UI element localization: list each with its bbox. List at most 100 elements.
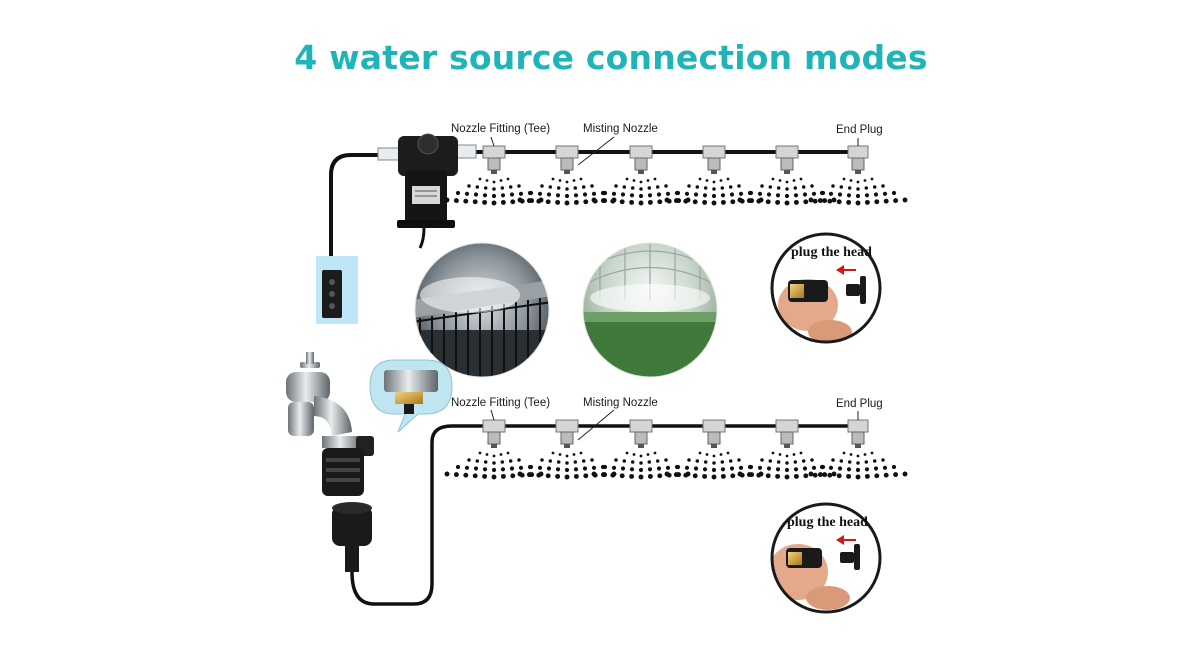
mist-droplet — [793, 460, 798, 464]
mist-droplet — [500, 460, 505, 464]
mist-droplet — [693, 192, 699, 197]
mist-droplet — [664, 197, 670, 203]
mist-droplet — [683, 198, 689, 204]
plug-head-label-top: plug the head — [791, 245, 872, 260]
mist-droplet — [473, 466, 479, 471]
page-title: 4 water source connection modes — [294, 38, 928, 77]
mist-droplet — [819, 464, 825, 470]
mist-droplet — [720, 460, 725, 464]
mist-droplet — [720, 199, 726, 205]
mist-droplet — [775, 193, 781, 198]
mist-droplet — [665, 465, 671, 470]
mist-droplet — [891, 190, 897, 196]
mist-droplet — [646, 453, 650, 456]
mist-droplet — [591, 191, 597, 196]
mist-droplet — [582, 192, 588, 197]
mist-droplet — [870, 177, 874, 181]
mist-droplet — [827, 198, 833, 204]
mist-droplet — [720, 193, 726, 198]
mist-droplet — [647, 193, 653, 198]
mist-droplet — [492, 454, 496, 458]
mist-droplet — [510, 199, 516, 205]
mist-droplet — [478, 451, 482, 455]
mist-droplet — [655, 185, 660, 189]
mist-droplet — [785, 187, 789, 191]
mist-droplet — [863, 179, 867, 182]
mist-droplet — [776, 460, 781, 464]
mist-droplet — [555, 473, 561, 479]
mist-droplet — [872, 185, 877, 189]
mist-droplet — [510, 473, 516, 479]
mist-droplet — [768, 459, 773, 463]
pump-icon — [377, 133, 477, 249]
mist-droplet — [698, 451, 702, 455]
mist-droplet — [629, 193, 635, 198]
mist-droplet — [793, 473, 799, 479]
mist-spray-top — [444, 177, 908, 206]
mist-droplet — [546, 466, 552, 471]
mist-droplet — [537, 465, 543, 470]
mist-droplet — [647, 473, 653, 479]
mist-droplet — [492, 187, 496, 191]
mist-droplet — [573, 473, 579, 479]
mist-droplet — [882, 465, 888, 470]
mist-droplet — [719, 453, 723, 456]
mist-droplet — [737, 184, 741, 188]
mist-droplet — [893, 472, 899, 478]
mist-droplet — [638, 200, 644, 206]
mist-droplet — [712, 180, 716, 184]
mist-droplet — [611, 191, 617, 196]
mist-droplet — [528, 464, 534, 470]
mist-droplet — [579, 177, 583, 181]
mist-droplet — [482, 193, 488, 198]
mist-droplet — [610, 472, 616, 478]
mist-droplet — [555, 467, 561, 472]
mist-droplet — [891, 464, 897, 470]
mist-droplet — [673, 198, 679, 204]
mist-droplet — [799, 177, 803, 181]
mist-droplet — [517, 458, 521, 462]
mist-droplet — [675, 190, 681, 196]
mist-droplet — [765, 473, 771, 479]
feed-tube-bottom — [350, 424, 862, 606]
mist-droplet — [760, 184, 764, 188]
mist-droplet — [656, 466, 662, 471]
mist-droplet — [548, 459, 553, 463]
mist-droplet — [556, 186, 561, 190]
mist-droplet — [873, 192, 879, 197]
mist-droplet — [602, 464, 608, 470]
mist-droplet — [729, 192, 735, 197]
mist-droplet — [864, 186, 869, 190]
mist-droplet — [771, 177, 775, 181]
mist-droplet — [757, 191, 763, 196]
mist-droplet — [810, 184, 814, 188]
mist-droplet — [827, 472, 833, 478]
mist-droplet — [611, 465, 617, 470]
mist-droplet — [647, 199, 653, 205]
mist-droplet — [803, 473, 809, 479]
mist-droplet — [839, 185, 844, 189]
mist-droplet — [619, 473, 625, 479]
mist-droplet — [475, 185, 480, 189]
mist-droplet — [564, 467, 570, 473]
mist-droplet — [483, 186, 488, 190]
mist-droplet — [831, 197, 837, 203]
mist-droplet — [720, 186, 725, 190]
mist-droplet — [555, 199, 561, 205]
nozzle-row-top — [482, 145, 869, 174]
mist-droplet — [842, 177, 846, 181]
mist-droplet — [573, 199, 579, 205]
mist-droplet — [590, 458, 594, 462]
mist-droplet — [730, 473, 736, 479]
mist-droplet — [625, 451, 629, 455]
mist-droplet — [828, 191, 834, 196]
mist-droplet — [738, 191, 744, 196]
mist-droplet — [799, 451, 803, 455]
mist-droplet — [572, 179, 576, 182]
mist-droplet — [653, 177, 657, 181]
mist-droplet — [726, 451, 730, 455]
mist-droplet — [646, 179, 650, 182]
mist-droplet — [883, 472, 889, 478]
mist-droplet — [792, 179, 796, 182]
